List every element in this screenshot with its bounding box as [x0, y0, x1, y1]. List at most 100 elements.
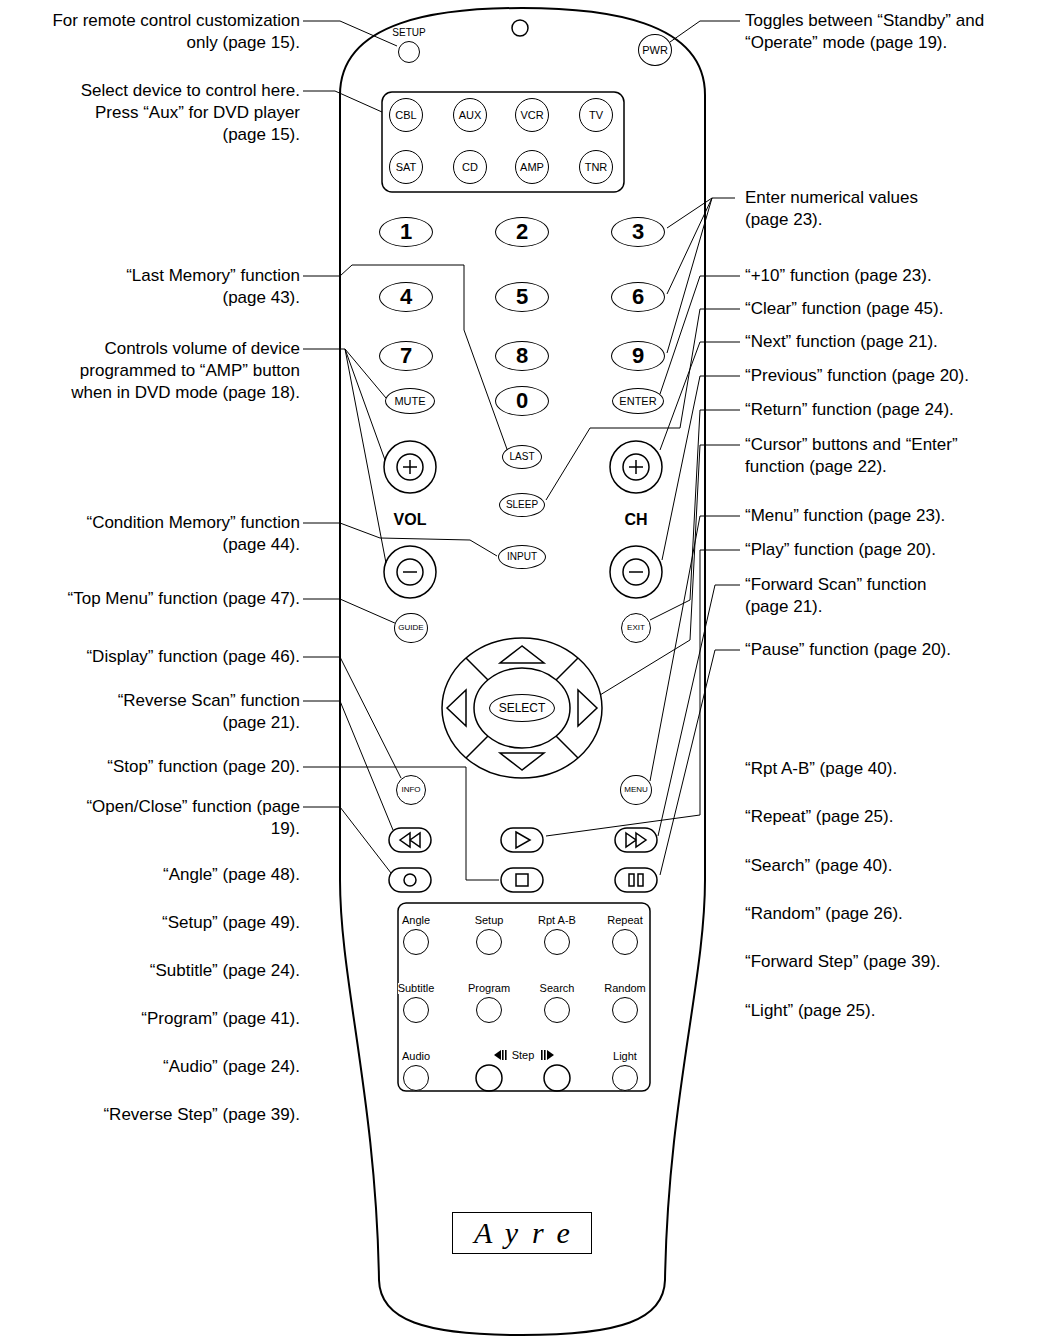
labeled-button: Subtitle	[398, 983, 435, 1023]
button-label: ENTER	[619, 396, 656, 407]
vol-down-button	[384, 546, 436, 598]
round-button: CBL	[389, 98, 423, 132]
labeled-button: Angle	[402, 915, 430, 955]
callout-text: “Rpt A-B” (page 40).	[745, 758, 1045, 780]
oval-button: 0	[495, 386, 549, 416]
button-label: INPUT	[507, 552, 537, 562]
labeled-button: Rpt A-B	[538, 915, 576, 955]
button-label: VCR	[520, 110, 543, 121]
button-circle	[612, 997, 638, 1023]
button-label: LAST	[509, 452, 534, 462]
button-label: SELECT	[499, 702, 546, 714]
play-button	[501, 828, 543, 852]
callout-text: “Display” function (page 46).	[10, 646, 300, 668]
callout-text: “Next” function (page 21).	[745, 331, 1045, 353]
device-panel	[382, 92, 624, 192]
callout-text: “Subtitle” (page 24).	[10, 960, 300, 982]
labeled-button: Audio	[402, 1051, 430, 1091]
button-label: AUX	[459, 110, 482, 121]
oval-button: 7	[379, 341, 433, 371]
oval-button: 8	[495, 341, 549, 371]
oval-button: SLEEP	[499, 493, 545, 517]
button-label: 7	[400, 345, 412, 367]
button-label: 1	[400, 221, 412, 243]
labeled-button: Repeat	[607, 915, 642, 955]
callout-text: “Last Memory” function (page 43).	[95, 265, 300, 309]
button-label: Repeat	[607, 915, 642, 926]
callout-text: For remote control customization only (p…	[42, 10, 300, 54]
labeled-button: Search	[540, 983, 575, 1023]
forward-step-button	[544, 1065, 570, 1091]
button-label: CBL	[395, 110, 416, 121]
oval-button: 1	[379, 217, 433, 247]
button-label: 9	[632, 345, 644, 367]
callout-text: “Menu” function (page 23).	[745, 505, 1045, 527]
oval-button: 3	[611, 217, 665, 247]
button-label: Program	[468, 983, 510, 994]
button-label: 4	[400, 286, 412, 308]
callout-text: “Open/Close” function (page 19).	[75, 796, 300, 840]
callout-text: Toggles between “Standby” and “Operate” …	[745, 10, 1045, 54]
button-group-label: VOL	[394, 512, 427, 528]
cursor-pad	[442, 638, 602, 778]
button-label: 5	[516, 286, 528, 308]
button-circle	[476, 929, 502, 955]
round-button: MENU	[620, 775, 652, 805]
oval-button: SELECT	[489, 694, 555, 722]
button-circle	[403, 997, 429, 1023]
ch-down-button	[610, 546, 662, 598]
round-button: SAT	[389, 150, 423, 184]
button-label: Audio	[402, 1051, 430, 1062]
button-label: GUIDE	[398, 624, 423, 632]
dvd-button-panel	[398, 903, 650, 1091]
callout-text: Controls volume of device programmed to …	[55, 338, 300, 404]
button-circle	[403, 929, 429, 955]
callout-text: “Setup” (page 49).	[10, 912, 300, 934]
oval-button: ENTER	[612, 388, 664, 414]
reverse-scan-button	[389, 828, 431, 852]
button-circle	[403, 1065, 429, 1091]
callout-text: “Previous” function (page 20).	[745, 365, 1045, 387]
button-circle	[544, 997, 570, 1023]
button-label: SAT	[396, 162, 417, 173]
open-close-button	[389, 868, 431, 892]
callout-text: “Top Menu” function (page 47).	[10, 588, 300, 610]
button-label: PWR	[642, 45, 668, 56]
callout-text: “Clear” function (page 45).	[745, 298, 1045, 320]
button-label: Angle	[402, 915, 430, 926]
button-label: AMP	[520, 162, 544, 173]
labeled-button: Setup	[475, 915, 504, 955]
leader-lines	[303, 21, 740, 880]
callout-text: “Stop” function (page 20).	[10, 756, 300, 778]
logo-box: Ayre	[452, 1212, 592, 1254]
callout-text: Select device to control here. Press “Au…	[55, 80, 300, 146]
button-circle	[612, 929, 638, 955]
oval-button: 4	[379, 282, 433, 312]
labeled-button: Random	[604, 983, 646, 1023]
labeled-button: Light	[612, 1051, 638, 1091]
callout-text: “Return” function (page 24).	[745, 399, 1045, 421]
button-label: MUTE	[394, 396, 425, 407]
button-label: INFO	[401, 786, 420, 794]
callout-text: “Forward Step” (page 39).	[745, 951, 1045, 973]
button-label: TNR	[585, 162, 608, 173]
ir-window	[512, 20, 528, 36]
oval-button: 9	[611, 341, 665, 371]
oval-button: 6	[611, 282, 665, 312]
callout-text: “Reverse Step” (page 39).	[10, 1104, 300, 1126]
remote-body	[340, 8, 705, 1335]
button-label: Rpt A-B	[538, 915, 576, 926]
button-label: TV	[589, 110, 603, 121]
button-label: Search	[540, 983, 575, 994]
round-button: INFO	[396, 775, 426, 805]
button-label: MENU	[624, 786, 648, 794]
callout-text: “Audio” (page 24).	[10, 1056, 300, 1078]
callout-text: “Light” (page 25).	[745, 1000, 1045, 1022]
button-label: Random	[604, 983, 646, 994]
button-label: SETUP	[392, 28, 425, 38]
callout-text: “Play” function (page 20).	[745, 539, 1045, 561]
button-circle	[612, 1065, 638, 1091]
button-group-label: CH	[624, 512, 647, 528]
forward-scan-button	[615, 828, 657, 852]
step-glyphs	[494, 1050, 554, 1060]
